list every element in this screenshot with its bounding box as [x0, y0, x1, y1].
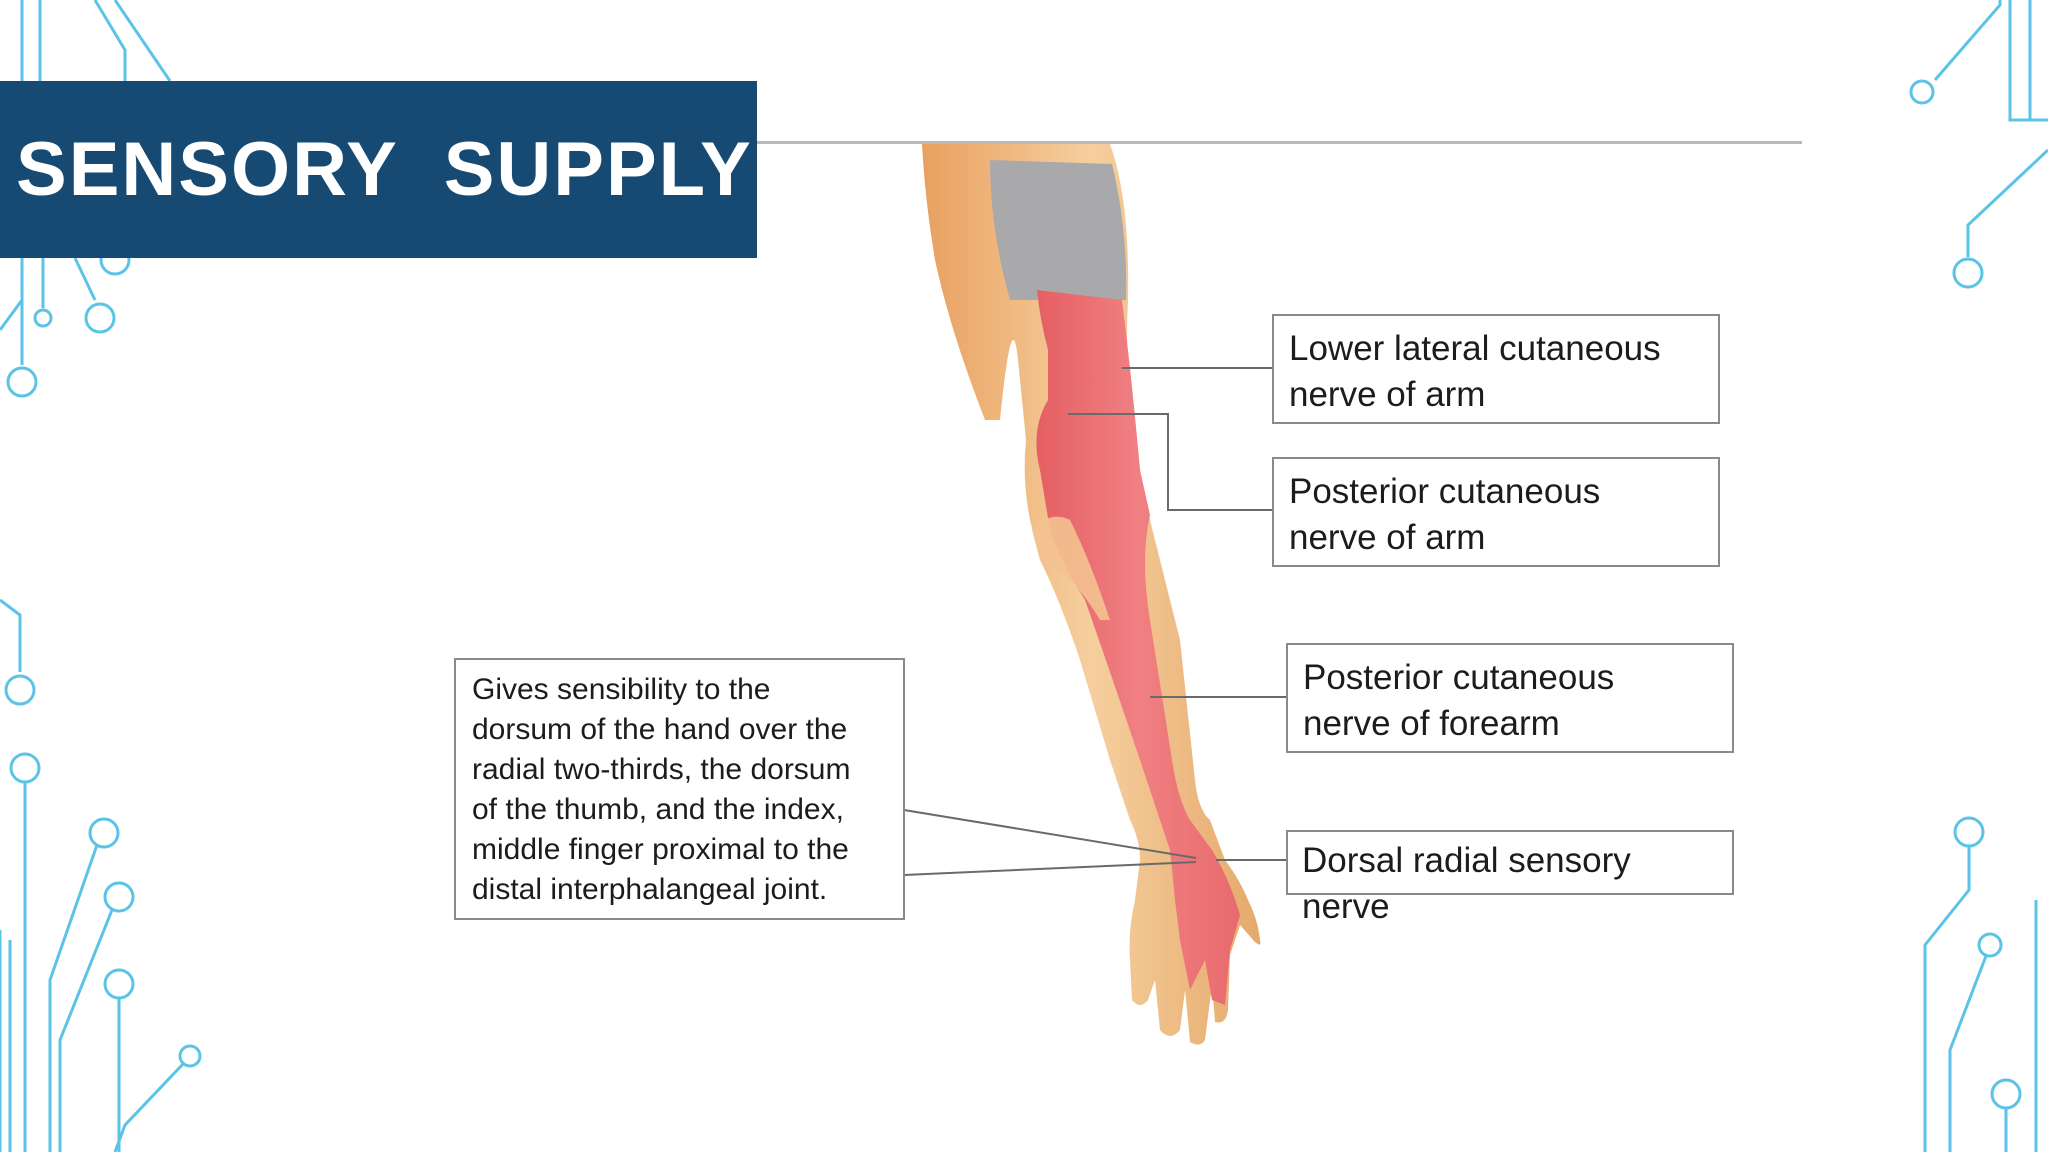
- shoulder-region: [990, 160, 1127, 300]
- label-dorsal-radial-text: Dorsal radial sensory nerve: [1302, 841, 1631, 926]
- label-posterior-cutaneous-forearm: Posterior cutaneous nerve of forearm: [1286, 643, 1734, 753]
- label-lower-lateral-cutaneous: Lower lateral cutaneous nerve of arm: [1272, 314, 1720, 424]
- label-lower-lateral-text: Lower lateral cutaneous nerve of arm: [1289, 329, 1661, 414]
- title-bar: SENSORY SUPPLY: [0, 81, 757, 258]
- elbow-region: [1032, 516, 1110, 620]
- label-posterior-forearm-text: Posterior cutaneous nerve of forearm: [1303, 658, 1615, 743]
- label-posterior-arm-text: Posterior cutaneous nerve of arm: [1289, 472, 1601, 557]
- slide-title: SENSORY SUPPLY: [16, 127, 753, 212]
- label-dorsal-radial-box: [1286, 830, 1734, 895]
- posterior-sensory-region: [1036, 290, 1240, 1005]
- title-rule: [757, 141, 1802, 144]
- label-posterior-cutaneous-arm: Posterior cutaneous nerve of arm: [1272, 457, 1720, 567]
- description-text: Gives sensibility to the dorsum of the h…: [472, 673, 851, 906]
- description-box: Gives sensibility to the dorsum of the h…: [454, 658, 905, 920]
